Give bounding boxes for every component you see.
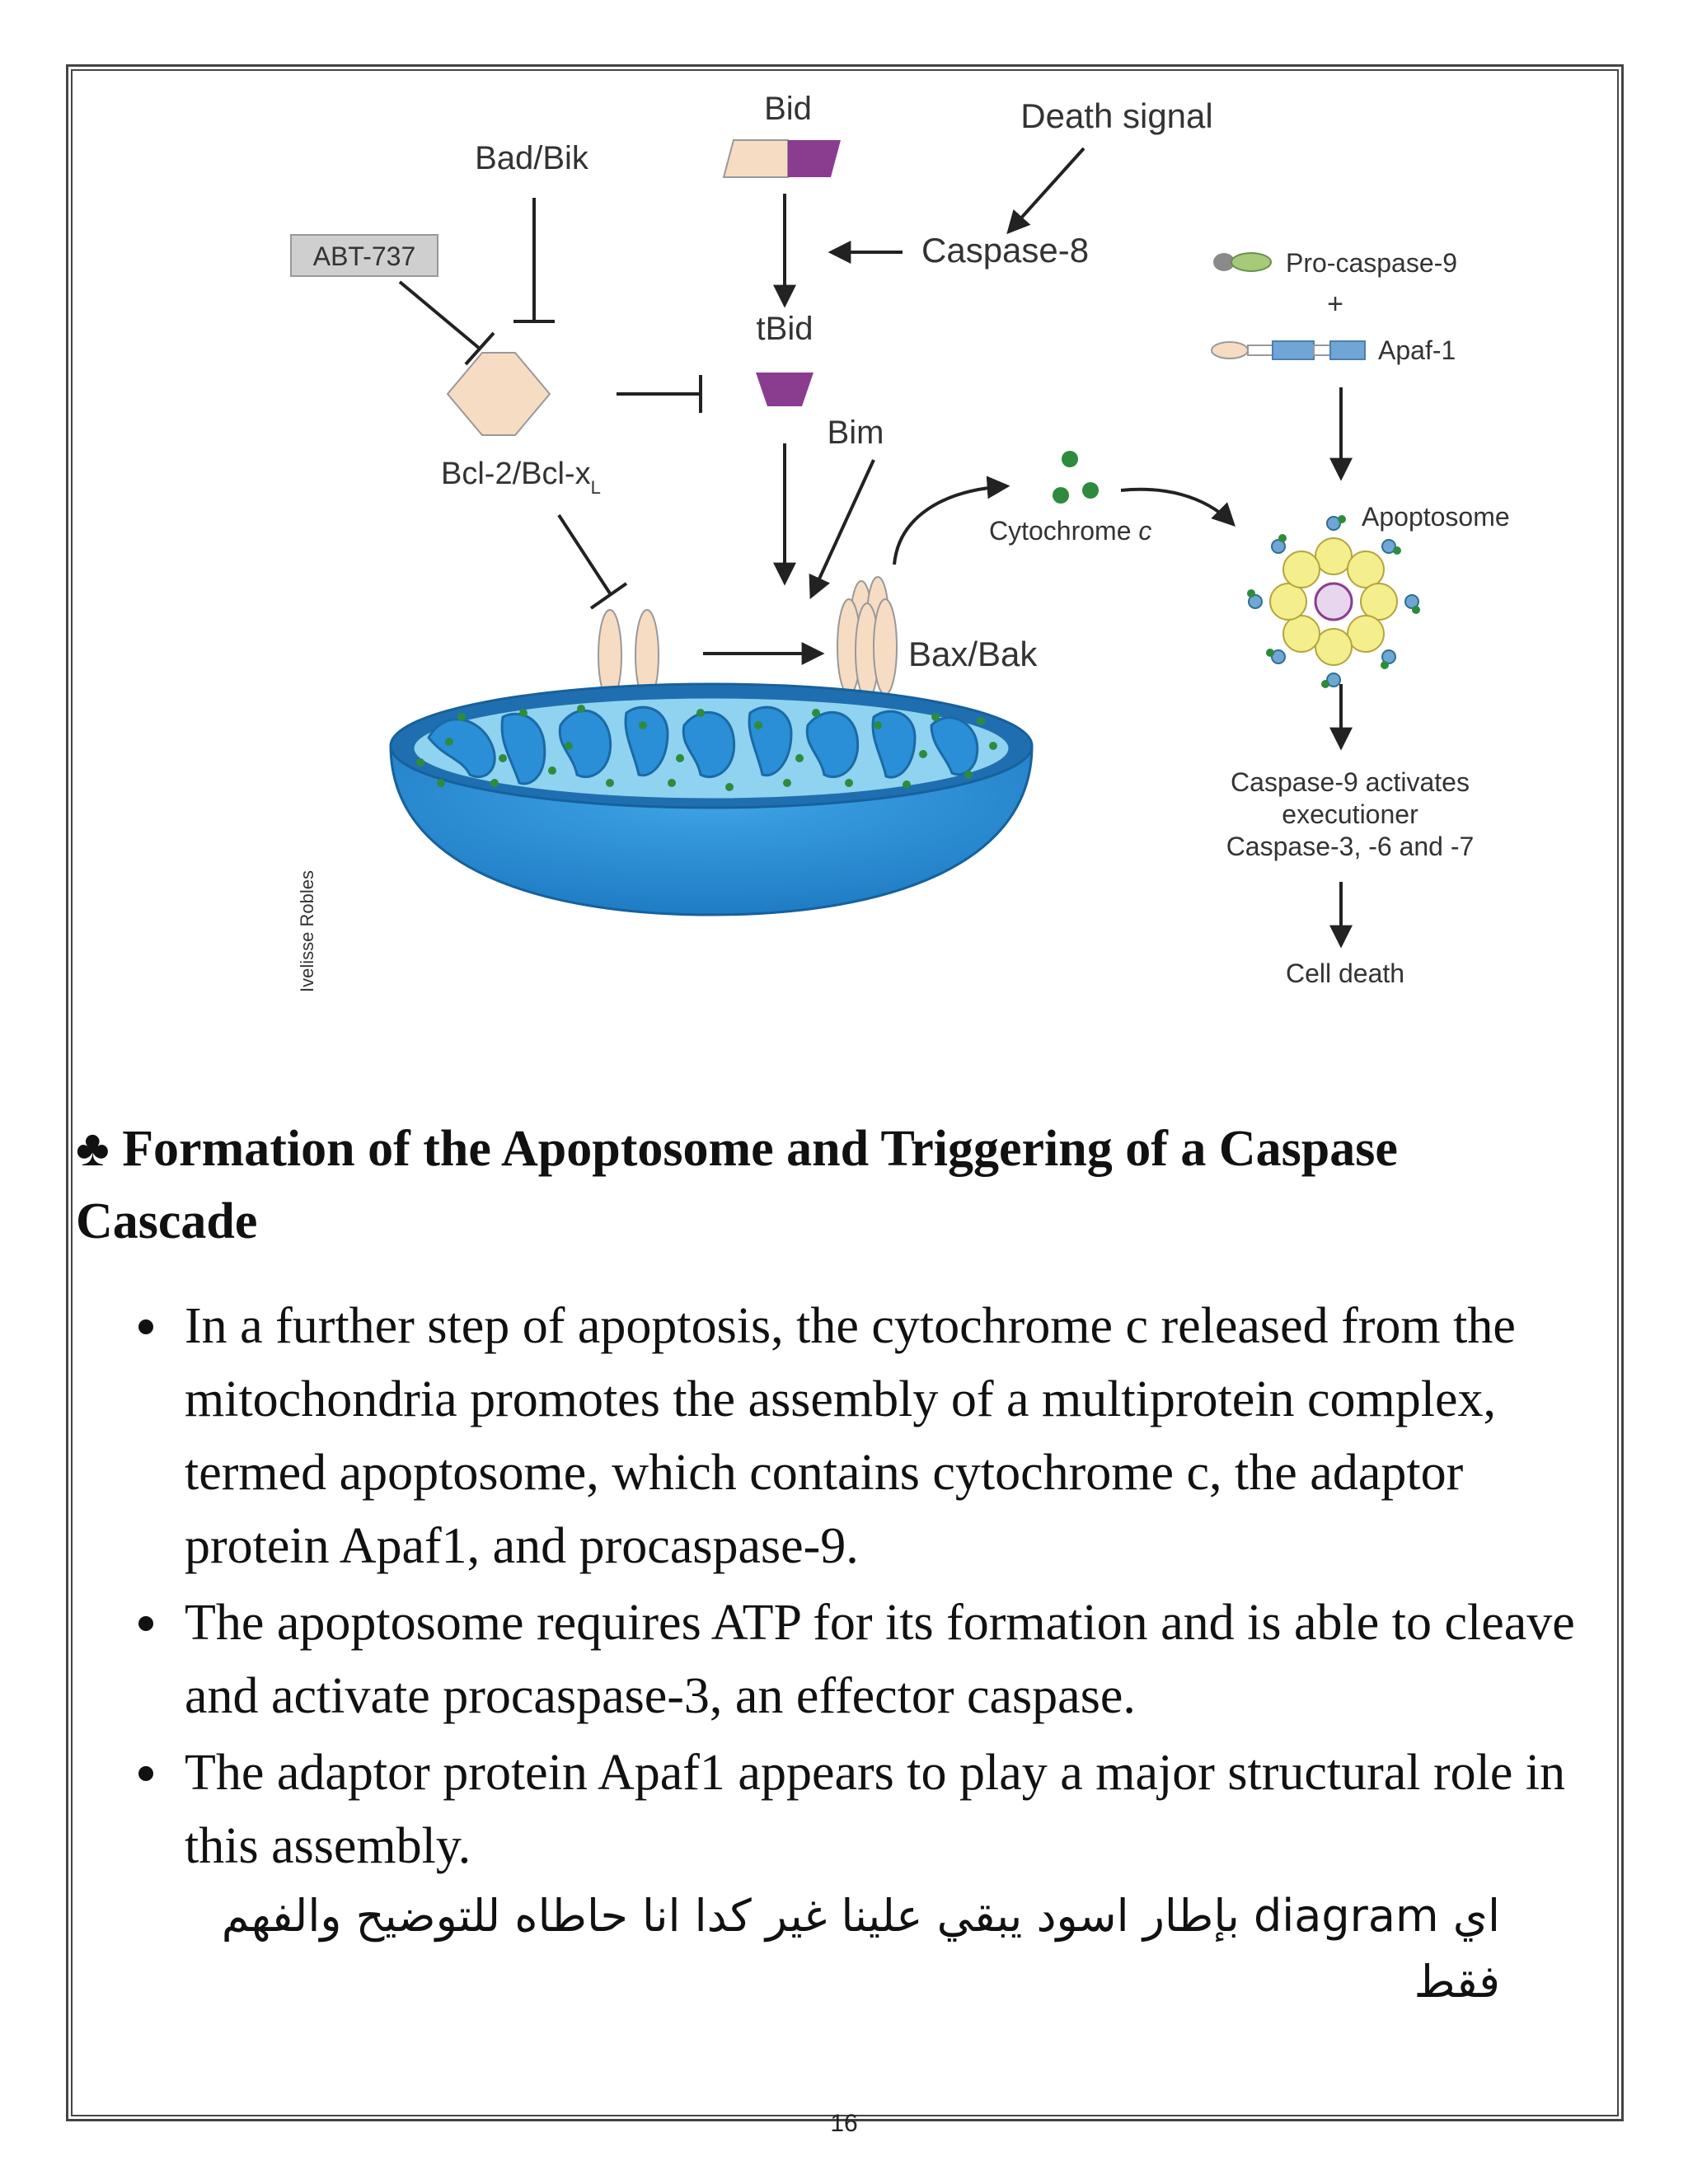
procaspase9-icon [1213,252,1272,272]
bullet-dot-icon [138,1616,153,1631]
list-item: In a further step of apoptosis, the cyto… [132,1290,1615,1583]
plus-sign: + [1327,288,1343,320]
tbid-label: tBid [757,311,814,347]
section-heading-text: Formation of the Apoptosome and Triggeri… [76,1121,1398,1249]
page-border-inner [71,69,1619,2116]
bcl2-inhibits-bax-line [557,513,612,595]
list-item-text: The adaptor protein Apaf1 appears to pla… [185,1745,1566,1874]
apoptosome-complex [1247,515,1420,688]
bcl2-hexagon [446,352,551,436]
page-border-outer [66,64,1624,2121]
arabic-note: اي diagram بإطار اسود يبقي علينا غير كدا… [221,1890,1500,2008]
club-bullet-icon: ♣ [76,1121,110,1177]
bad-bik-label: Bad/Bik [475,140,589,176]
caspase9-activates-line2: executioner [1282,799,1418,829]
caspase8-label: Caspase-8 [921,231,1089,269]
bullet-dot-icon [138,1319,153,1334]
cytochrome-c-dots [1053,451,1099,504]
bim-label: Bim [828,415,884,451]
bid-label: Bid [764,91,812,127]
bid-protein [722,139,841,178]
list-item: The apoptosome requires ATP for its form… [132,1586,1615,1733]
bcl2-label: Bcl-2/Bcl-xL [441,457,601,498]
death-signal-arrow [1006,147,1085,235]
bax-bak-inactive [598,609,659,701]
mitochondrion [389,682,1034,916]
bullet-dot-icon [138,1766,153,1781]
caspase9-activates-line3: Caspase-3, -6 and -7 [1226,832,1475,861]
list-item: The adaptor protein Apaf1 appears to pla… [132,1736,1615,1883]
section-heading: ♣ Formation of the Apoptosome and Trigge… [76,1113,1576,1258]
abt737-label: ABT-737 [313,241,416,271]
page-number: 16 [830,2110,858,2137]
bim-arrow [809,459,875,600]
list-item-text: The apoptosome requires ATP for its form… [185,1595,1575,1724]
abt737-box [290,234,438,277]
caspase9-activates-line1: Caspase-9 activates [1231,767,1470,797]
illustrator-credit: Ivelisse Robles [297,870,317,992]
abt737-inhibition-line [398,280,481,350]
apaf1-icon [1211,340,1366,360]
cytochrome-to-apoptosome-arrow [1120,487,1236,527]
bax-bak-label: Bax/Bak [908,635,1038,673]
cell-death-label: Cell death [1286,958,1404,988]
tbid-protein [756,373,814,406]
apoptosome-label: Apoptosome [1362,502,1510,532]
procaspase9-label: Pro-caspase-9 [1286,248,1457,278]
apaf1-label: Apaf-1 [1378,335,1456,365]
list-item-text: In a further step of apoptosis, the cyto… [185,1298,1516,1574]
cytochrome-c-label: Cytochrome c [989,516,1151,546]
bax-bak-oligomer [837,576,898,700]
apoptosis-pathway-diagram: Bid Death signal Bad/Bik ABT-737 Caspase… [290,91,1510,992]
bullet-list: In a further step of apoptosis, the cyto… [132,1290,1615,1886]
cytochrome-release-arrow [893,476,1010,565]
death-signal-label: Death signal [1020,96,1212,135]
